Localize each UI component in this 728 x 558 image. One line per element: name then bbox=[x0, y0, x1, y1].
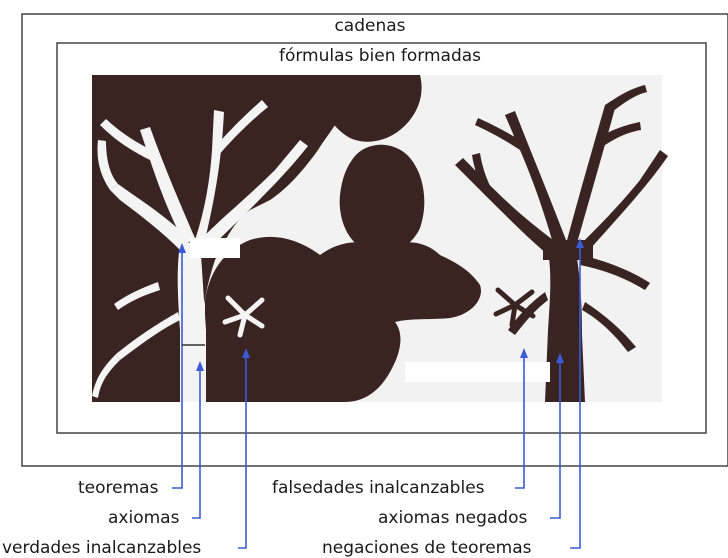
label-axiomas-negados: axiomas negados bbox=[378, 508, 527, 528]
patch-teoremas bbox=[190, 238, 240, 258]
cadenas-label: cadenas bbox=[300, 16, 440, 36]
patch-falsedades bbox=[405, 362, 550, 382]
label-falsedades-inalcanzables: falsedades inalcanzables bbox=[272, 478, 485, 498]
figure-ground-picture bbox=[92, 75, 668, 402]
label-negaciones-de-teoremas: negaciones de teoremas bbox=[322, 538, 532, 558]
label-verdades-inalcanzables: verdades inalcanzables bbox=[2, 538, 201, 558]
label-teoremas: teoremas bbox=[78, 478, 158, 498]
label-axiomas: axiomas bbox=[108, 508, 179, 528]
formulas-label: fórmulas bien formadas bbox=[230, 46, 530, 66]
center-blob bbox=[340, 145, 425, 254]
patch-negaciones bbox=[543, 240, 593, 260]
